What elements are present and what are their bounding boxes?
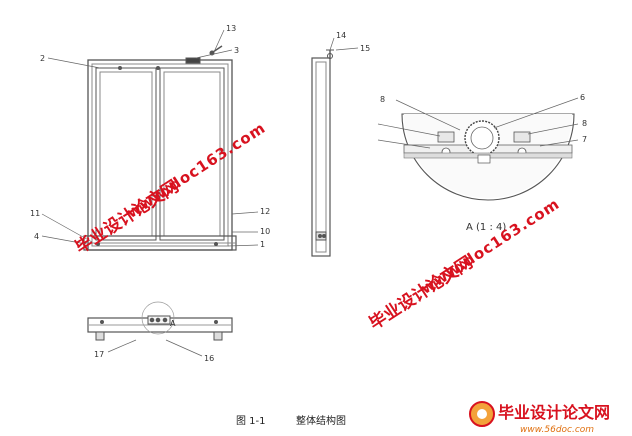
watermark-2: 毕业设计论文网 www.doc163.com — [365, 195, 563, 335]
label-17: 17 — [94, 350, 104, 359]
label-8-left: 8 — [380, 95, 385, 104]
figure-title: 整体结构图 — [296, 414, 346, 427]
label-1: 1 — [260, 240, 265, 249]
part-labels: 2 13 3 11 4 12 10 1 14 15 8 6 8 7 17 16 … — [30, 24, 587, 363]
detail-a — [401, 113, 575, 201]
watermark-url-2: www.doc163.com — [417, 195, 563, 298]
side-view — [311, 49, 334, 257]
label-7: 7 — [582, 135, 587, 144]
label-16: 16 — [204, 354, 214, 363]
label-12: 12 — [260, 207, 270, 216]
label-6: 6 — [580, 93, 585, 102]
label-10: 10 — [260, 227, 270, 236]
plan-view — [87, 301, 233, 341]
label-14: 14 — [336, 31, 346, 40]
site-logo: 毕业设计论文网 www.56doc.com — [469, 401, 610, 435]
logo-url: www.56doc.com — [520, 425, 594, 435]
label-13: 13 — [226, 24, 236, 33]
label-2: 2 — [40, 54, 45, 63]
label-11: 11 — [30, 209, 40, 218]
watermark-1: 毕业设计论文网 www.doc163.com — [71, 119, 269, 259]
logo-text: 毕业设计论文网 — [498, 403, 610, 422]
detail-a-scale: A (1 : 4) — [466, 222, 506, 233]
front-view — [83, 45, 237, 251]
label-8-right: 8 — [582, 119, 587, 128]
label-4: 4 — [34, 232, 39, 241]
watermark-url-1: www.doc163.com — [123, 119, 269, 222]
view-a-label: A — [170, 319, 176, 328]
label-15: 15 — [360, 44, 370, 53]
label-3: 3 — [234, 46, 239, 55]
figure-number: 图 1-1 — [236, 415, 266, 427]
